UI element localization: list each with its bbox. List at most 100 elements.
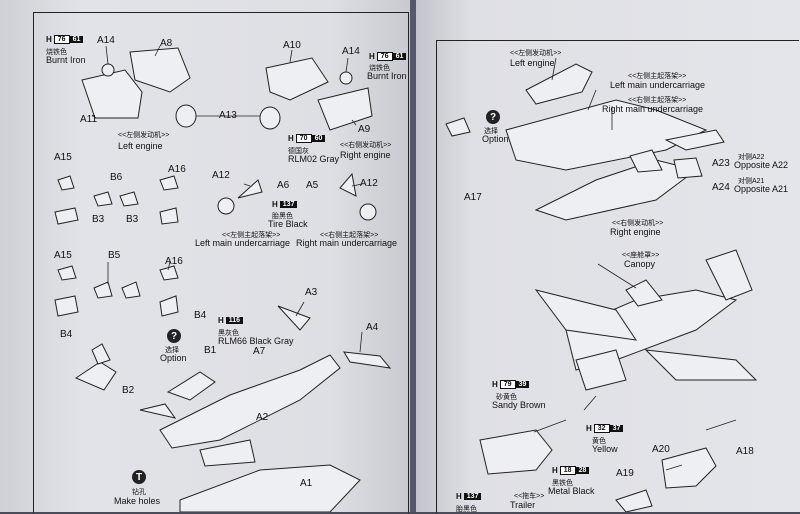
metal-black-label: Metal Black [548,486,595,496]
right-main-uc [629,149,663,173]
part-a6: A6 [277,180,290,191]
metal-black-cn: 黑铁色 [552,480,573,487]
left-page-drawings [54,45,392,512]
right-strut [339,172,357,197]
option-title: Option [160,353,187,363]
left-engine-nacelle-lower [81,69,143,119]
trailer-paint-cn: 胎黑色 [456,506,477,513]
canopy-title: Canopy [624,259,656,269]
sandy-brown-cn: 砂黄色 [496,394,517,401]
right-page-drawings [445,57,758,512]
part-a19: A19 [616,468,634,479]
right-page-frame [436,40,799,513]
part-b4-a: B4 [194,310,207,321]
fuselage-half [159,354,341,449]
canopy-shape [625,279,663,307]
r-left-uc-cn: <<左侧主起落架>> [628,73,687,80]
trailer-cn: <<拖车>> [514,493,545,500]
part-a4: A4 [366,322,379,333]
left-engine-cn: <<左侧发动机>> [118,132,170,139]
rlm66-cn: 黑灰色 [218,330,239,337]
part-b1: B1 [204,345,217,356]
tire-black-label: Tire Black [268,219,308,229]
r-left-engine-cn: <<左侧发动机>> [510,50,562,57]
part-a9: A9 [358,124,371,135]
canopy-cn: <<座舱罩>> [622,252,660,259]
part-a18: A18 [736,446,754,457]
a13-intake-ring [175,104,197,128]
r-question-icon: ? [486,110,500,124]
part-a14-left: A14 [97,35,115,46]
sandy-brown-label: Sandy Brown [492,400,546,410]
option-cn: 选择 [165,347,179,354]
left-uc-cn: <<左侧主起落架>> [222,232,281,239]
opposite-a22-cn: 对侧A22 [738,154,765,161]
part-a13: A13 [219,110,237,121]
rlm02-label: RLM02 Gray [288,154,340,164]
r-left-uc-title: Left main undercarriage [610,80,706,90]
burnt-iron-label-right: Burnt Iron [367,71,407,81]
part-a8: A8 [160,38,173,49]
tailplane [664,129,725,151]
part-a17: A17 [464,192,482,203]
yellow-cn: 黄色 [592,438,606,445]
part-b5: B5 [108,250,121,261]
r-right-uc-title: Right main undercarriage [602,104,704,114]
aircraft-lower-tail [705,249,753,301]
left-engine-nacelle-upper [129,47,191,93]
make-holes-cn: 钻孔 [132,489,146,496]
part-a7: A7 [253,346,266,357]
opposite-a21: Opposite A21 [734,184,789,194]
part-a15-row2: A15 [54,250,72,261]
option-bomb [445,117,471,137]
r-right-engine-cn: <<右侧发动机>> [612,220,664,227]
a13-right-intake-ring [259,106,281,130]
stabilizer-a4 [343,351,392,369]
wing-a1 [179,464,361,512]
part-b2: B2 [122,385,135,396]
book-spine [410,0,416,512]
part-a23-shape [673,157,703,179]
yellow-label: Yellow [592,444,618,454]
right-engine-nacelle-lower [317,87,373,131]
canopy-b1 [166,371,216,401]
aircraft-lower-wing-right [644,349,758,381]
part-b6: B6 [110,172,123,183]
r-right-uc-cn: <<右侧主起落架>> [628,97,687,104]
part-a12-right: A12 [360,178,378,189]
question-icon: ? [167,329,181,343]
part-a2: A2 [256,412,269,423]
burnt-iron-cn-right: 烧铁色 [369,65,390,72]
part-a16-row1: A16 [168,164,186,175]
burnt-iron-label-left: Burnt Iron [46,55,86,65]
part-a16-row2: A16 [165,256,183,267]
part-a12-left: A12 [212,170,230,181]
part-a1: A1 [300,478,313,489]
part-a11: A11 [80,114,98,125]
make-holes-title: Make holes [114,496,161,506]
option-part-b2 [74,361,117,391]
part-a3: A3 [305,287,318,298]
opposite-a21-cn: 对侧A21 [738,178,765,185]
right-engine-cn: <<右侧发动机>> [340,142,392,149]
part-a20: A20 [652,444,670,455]
left-engine-nacelle [525,63,593,105]
opposite-a22: Opposite A22 [734,160,789,170]
part-a23: A23 [712,158,730,169]
part-a15-row1: A15 [54,152,72,163]
r-option-title: Option [482,134,509,144]
part-a24: A24 [712,182,730,193]
rlm66-label: RLM66 Black Gray [218,336,294,346]
engine-lower [575,349,627,391]
part-a5: A5 [306,180,319,191]
right-instruction-page: <<左侧发动机>> Left engine <<左侧主起落架>> Left ma… [416,0,800,513]
